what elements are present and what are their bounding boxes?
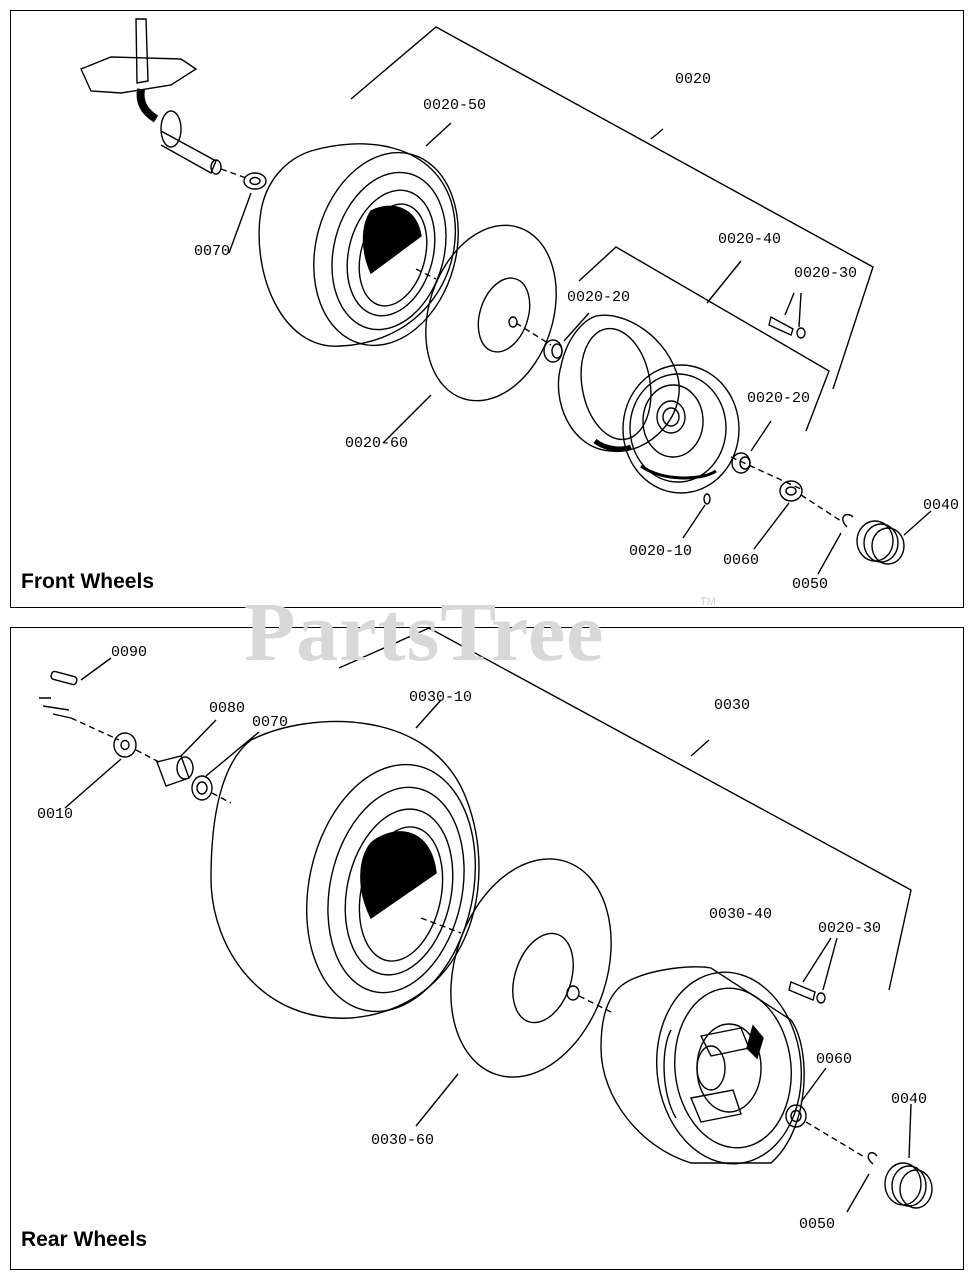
pin-0090 <box>50 670 78 686</box>
bracket-0030 <box>338 628 912 991</box>
valve-0020-30-front <box>768 315 806 339</box>
bearing-0020-20-outer <box>731 452 751 474</box>
callout-0070: 0070 <box>194 243 230 260</box>
callout-0020-60: 0020-60 <box>345 435 408 452</box>
washer-0060-rear <box>785 1104 807 1128</box>
bearing-0020-20-inner <box>543 339 563 363</box>
front-wheels-title: Front Wheels <box>21 570 155 593</box>
washer-0070-rear <box>191 775 213 801</box>
callout-0090: 0090 <box>111 644 147 661</box>
tire-0020-50 <box>258 143 459 347</box>
front-wheels-diagram: 0020 0020-50 0070 0020-60 0020-40 0020-3… <box>80 18 959 593</box>
washer-0010 <box>113 732 137 758</box>
callout-0030-60: 0030-60 <box>371 1132 434 1149</box>
callout-0020-20-inner: 0020-20 <box>567 289 630 306</box>
callout-0020: 0020 <box>675 71 711 88</box>
callout-0020-30-rear: 0020-30 <box>818 920 881 937</box>
callout-0060: 0060 <box>723 552 759 569</box>
callout-0050: 0050 <box>792 576 828 593</box>
callout-0030-40: 0030-40 <box>709 906 772 923</box>
spacer-0080 <box>156 755 194 787</box>
callout-0020-30: 0020-30 <box>794 265 857 282</box>
washer-0060-front <box>779 480 803 502</box>
cap-0040-rear <box>884 1162 933 1209</box>
tube-0030-60 <box>450 858 612 1078</box>
clip-0050-rear <box>867 1152 878 1165</box>
callout-0030-10: 0030-10 <box>409 689 472 706</box>
spindle-part <box>80 18 222 175</box>
callout-0040-rear: 0040 <box>891 1091 927 1108</box>
bracket-0020 <box>350 26 874 390</box>
rim-0020-40 <box>557 314 740 494</box>
front-wheels-panel: 0020 0020-50 0070 0020-60 0020-40 0020-3… <box>10 10 964 608</box>
callout-0020-10: 0020-10 <box>629 543 692 560</box>
tube-0020-60 <box>425 224 557 402</box>
rim-0030-40 <box>600 966 805 1165</box>
clip-0050-front <box>842 513 854 528</box>
bracket-0020-40 <box>578 246 830 432</box>
cap-0040-front <box>856 520 905 565</box>
washer-0070-front <box>243 172 267 190</box>
trademark-mark: TM <box>700 596 716 608</box>
rear-wheels-title: Rear Wheels <box>21 1228 148 1251</box>
callout-0020-50: 0020-50 <box>423 97 486 114</box>
callout-0070-rear: 0070 <box>252 714 288 731</box>
valve-core-0020-10 <box>703 493 711 505</box>
callout-0080: 0080 <box>209 700 245 717</box>
valve-0020-30-rear <box>788 981 826 1004</box>
callout-0010: 0010 <box>37 806 73 823</box>
rear-wheels-diagram: 0090 0080 0070 0030-10 0030 0010 0030-40… <box>37 628 933 1233</box>
callout-0020-20-outer: 0020-20 <box>747 390 810 407</box>
tire-0030-10 <box>210 720 480 1019</box>
callout-0060-rear: 0060 <box>816 1051 852 1068</box>
callout-0040: 0040 <box>923 497 959 514</box>
partstree-watermark: PartsTree <box>244 586 605 679</box>
callout-0050-rear: 0050 <box>799 1216 835 1233</box>
rear-wheels-panel: 0090 0080 0070 0030-10 0030 0010 0030-40… <box>10 627 964 1270</box>
callout-0030: 0030 <box>714 697 750 714</box>
callout-0020-40: 0020-40 <box>718 231 781 248</box>
